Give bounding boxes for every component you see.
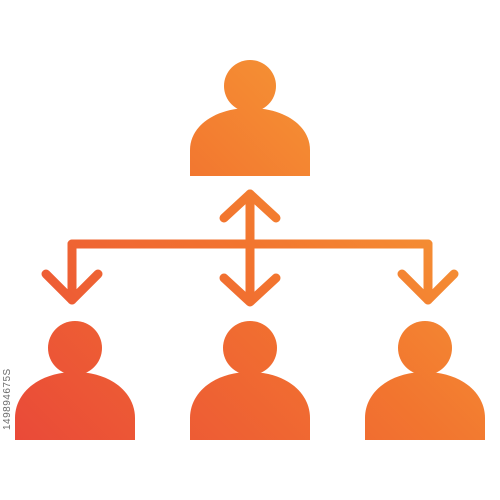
bottom-middle-person-icon xyxy=(190,321,310,440)
stock-id-label: 149894675S xyxy=(2,368,13,430)
bottom-right-person-icon xyxy=(365,321,485,440)
horizontal-connector-line xyxy=(67,239,433,305)
bottom-left-person-icon xyxy=(15,321,135,440)
left-down-arrow-icon xyxy=(41,269,103,305)
top-person-icon xyxy=(190,60,310,176)
right-down-arrow-icon xyxy=(397,269,459,305)
